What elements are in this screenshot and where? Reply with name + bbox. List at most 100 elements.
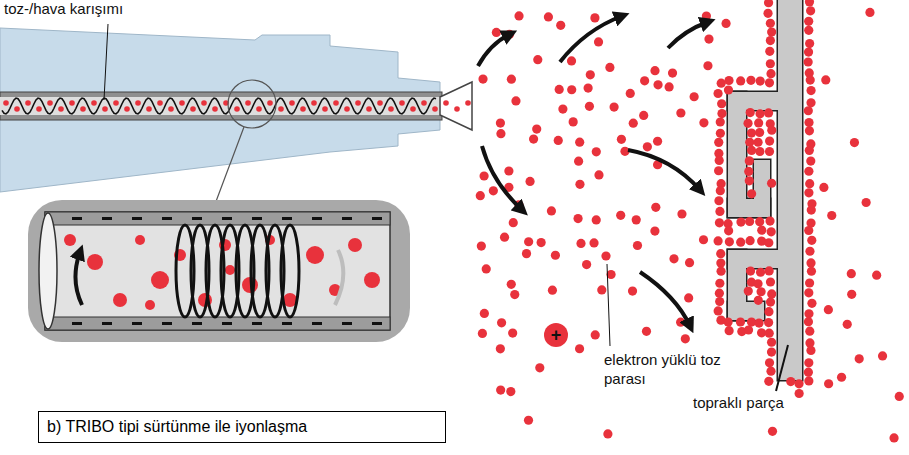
powder-particle	[804, 309, 813, 318]
powder-particle	[804, 167, 813, 176]
powder-dot	[234, 106, 240, 112]
gun-tube-bore	[0, 97, 442, 115]
powder-particle	[716, 249, 725, 258]
powder-particle	[855, 354, 864, 363]
leader-line	[776, 345, 788, 391]
powder-particle	[544, 12, 553, 21]
inset-tube	[45, 212, 390, 330]
spray-arrow	[640, 272, 690, 326]
powder-particle	[766, 277, 775, 286]
powder-particle	[765, 358, 774, 367]
wall-charge	[342, 217, 352, 220]
powder-particle	[511, 96, 520, 105]
spray-arrow	[628, 150, 700, 190]
powder-dot	[168, 106, 174, 112]
powder-particle	[582, 260, 591, 269]
powder-particle	[805, 0, 814, 6]
powder-particle	[496, 385, 505, 394]
powder-particle	[804, 106, 813, 115]
part-outline	[778, 0, 802, 380]
powder-particle	[805, 247, 814, 256]
powder-particle	[725, 326, 734, 335]
powder-particle	[756, 287, 765, 296]
powder-dot	[410, 106, 416, 112]
powder-particle	[805, 146, 814, 155]
powder-particle	[504, 166, 513, 175]
powder-particle	[653, 137, 662, 146]
powder-dot	[113, 100, 119, 106]
powder-particle	[537, 238, 546, 247]
powder-particle	[525, 177, 534, 186]
powder-particle	[821, 75, 830, 84]
powder-particle	[736, 238, 745, 247]
powder-particle	[804, 17, 813, 26]
powder-particle	[507, 75, 516, 84]
powder-particle	[703, 61, 712, 70]
inset-shadow	[28, 200, 410, 342]
powder-particle	[492, 28, 501, 37]
powder-particle	[764, 238, 773, 247]
powder-particle	[804, 26, 813, 35]
powder-particle	[677, 209, 686, 218]
powder-particle	[804, 368, 813, 377]
powder-particle	[554, 136, 563, 145]
powder-particle	[725, 237, 734, 246]
powder-particle	[747, 189, 756, 198]
powder-particle	[551, 251, 560, 260]
powder-particle	[865, 8, 874, 17]
powder-particle	[824, 379, 833, 388]
wall-charge	[312, 217, 322, 220]
part-outline	[754, 160, 770, 217]
powder-particle	[476, 191, 485, 200]
powder-particle	[724, 85, 733, 94]
powder-dot	[344, 106, 350, 112]
powder-dot	[333, 100, 339, 106]
powder-dot	[355, 100, 361, 106]
powder-particle	[548, 286, 557, 295]
powder-particle	[668, 68, 677, 77]
powder-particle	[603, 429, 612, 438]
powder-particle	[509, 218, 518, 227]
powder-particle	[766, 298, 775, 307]
wall-charge	[162, 322, 172, 325]
powder-particle	[225, 265, 235, 275]
powder-particle	[685, 258, 694, 267]
powder-particle	[806, 86, 815, 95]
powder-particle	[794, 379, 803, 388]
powder-particle	[586, 70, 595, 79]
powder-dot	[212, 106, 218, 112]
spray-arrow	[482, 146, 522, 210]
flow-arrow	[335, 250, 343, 305]
powder-particle	[524, 416, 533, 425]
powder-particle	[676, 108, 685, 117]
powder-dot	[135, 100, 141, 106]
tube-wall	[45, 317, 390, 330]
powder-particle	[567, 56, 576, 65]
powder-particle	[765, 78, 774, 87]
powder-particle	[704, 34, 713, 43]
powder-particle	[745, 156, 754, 165]
powder-particle	[767, 289, 776, 298]
powder-dot	[14, 106, 20, 112]
powder-particle	[650, 226, 659, 235]
powder-particle	[547, 206, 556, 215]
wall-charge	[192, 217, 202, 220]
powder-particle	[805, 278, 814, 287]
powder-particle	[616, 211, 625, 220]
powder-particle	[479, 171, 488, 180]
spiral-ring	[281, 225, 299, 317]
powder-particle	[632, 215, 641, 224]
powder-particle	[744, 286, 753, 295]
powder-particle	[765, 47, 774, 56]
wall-charge	[312, 322, 322, 325]
powder-particle	[804, 376, 813, 385]
powder-particle	[806, 258, 815, 267]
powder-particle	[804, 358, 813, 367]
powder-particle	[364, 272, 380, 288]
powder-particle	[716, 267, 725, 276]
powder-particle	[804, 118, 813, 127]
powder-particle	[496, 129, 505, 138]
powder-particle	[736, 76, 745, 85]
powder-particle	[806, 75, 815, 84]
powder-dot	[146, 106, 152, 112]
